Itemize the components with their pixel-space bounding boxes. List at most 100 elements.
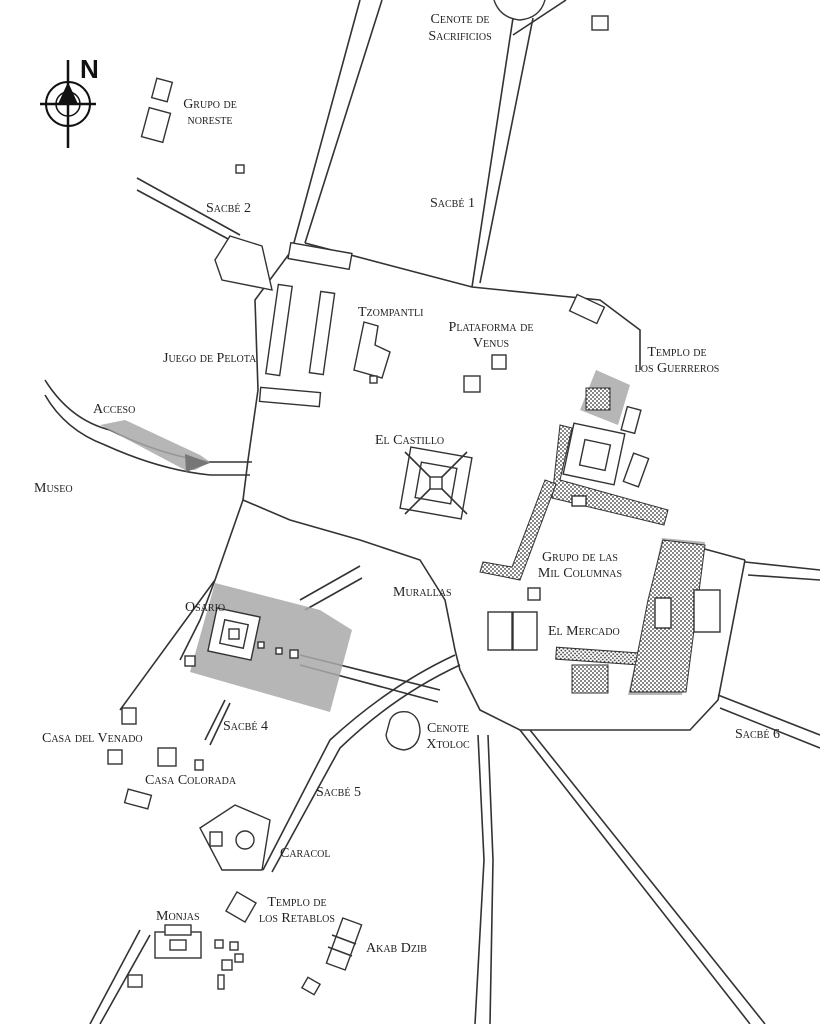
sacbe-2-road: [136, 177, 241, 241]
cenote-xtoloc-shape: [385, 710, 421, 751]
plaza-edge-west: [179, 499, 244, 661]
cenote-sacrificios-shape: [493, 0, 546, 21]
grupo-noreste-structure-2: [140, 106, 172, 144]
south-road-east: [519, 729, 766, 1024]
ball-court-north: [287, 241, 353, 271]
osario-small-4: [184, 655, 196, 667]
sacbe-1-road: [471, 17, 534, 288]
label-grupo-noreste-2: noreste: [188, 113, 233, 128]
grupo-noreste-structure-1: [150, 77, 174, 103]
label-juego-pelota: Juego de Pelota: [163, 351, 257, 366]
sacbe-1-road-east: [512, 0, 567, 36]
tzompantli-shape: [353, 321, 391, 379]
guerreros-east-block: [620, 405, 642, 435]
casa-colorada-small: [194, 759, 204, 771]
roads: [44, 0, 820, 1024]
el-castillo-pyramid: [399, 446, 473, 520]
osario-small-3: [289, 649, 299, 659]
guerreros-north-block: [568, 293, 606, 325]
label-acceso: Acceso: [93, 402, 135, 417]
mil-columnas-structure: [527, 587, 541, 601]
label-cenote-sacrificios-2: Sacrificios: [428, 29, 491, 44]
label-monjas: Monjas: [156, 909, 200, 924]
label-cenote-xtoloc-1: Cenote: [427, 721, 469, 736]
compass-rose-icon: [40, 60, 96, 148]
tzompantli-small: [369, 375, 378, 384]
caracol-platform: [199, 804, 271, 871]
venus-platform-small: [463, 375, 481, 393]
west-boundary: [119, 579, 216, 711]
ball-court-south: [258, 386, 322, 408]
mercado-east-structure: [693, 589, 721, 633]
ball-court-west-wall: [265, 283, 293, 377]
label-plataforma-venus-2: Venus: [473, 336, 509, 351]
label-templo-retablos-1: Templo de: [267, 895, 326, 910]
label-cenote-xtoloc-2: Xtoloc: [426, 737, 470, 752]
label-osario: Osario: [185, 600, 225, 615]
acceso-arrow-shade: [100, 420, 210, 470]
label-mil-columnas-2: Mil Columnas: [538, 566, 622, 581]
mercado-block-2: [512, 611, 538, 651]
osario-small-1: [257, 641, 265, 649]
mil-columnas-east-block: [622, 452, 650, 488]
label-sacbe-5: Sacbé 5: [316, 785, 361, 800]
label-murallas: Murallas: [393, 585, 452, 600]
caracol-small: [209, 831, 223, 847]
monjas-small-6: [217, 974, 225, 990]
guerreros-inner: [578, 438, 612, 472]
osario-small-2: [275, 647, 283, 655]
label-tzompantli: Tzompantli: [358, 305, 423, 320]
mercado-colonnade: [555, 646, 639, 666]
monjas-small-7: [300, 976, 322, 996]
map-labels: Cenote de Sacrificios Grupo de noreste S…: [34, 12, 780, 956]
ball-court-east-wall: [308, 290, 336, 376]
sacbe-4-road: [204, 699, 231, 746]
monjas-structure: [154, 924, 202, 959]
label-akab-dzib: Akab Dzib: [366, 941, 427, 956]
acceso-road: [44, 379, 252, 476]
mil-columnas-west-arm: [479, 479, 557, 581]
murallas-road: [299, 565, 441, 703]
label-museo: Museo: [34, 481, 73, 496]
monjas-small-3: [221, 959, 233, 971]
monjas-small-2: [229, 941, 239, 951]
label-el-mercado: El Mercado: [548, 624, 620, 639]
monjas-small-1: [214, 939, 224, 949]
monjas-small-5: [127, 974, 143, 988]
label-sacbe-1: Sacbé 1: [430, 196, 475, 211]
mercado-court: [571, 664, 609, 694]
sacbe-5-road: [262, 654, 461, 873]
sacbe-6-road: [717, 561, 820, 749]
casa-colorada-block: [123, 788, 153, 810]
buildings: [107, 0, 721, 996]
south-road-center: [474, 734, 494, 1024]
casa-venado-structure: [121, 707, 137, 725]
south-road-west: [89, 929, 151, 1024]
small-structure-ne: [591, 15, 609, 31]
label-casa-venado: Casa del Venado: [42, 731, 143, 746]
label-plataforma-venus-1: Plataforma de: [449, 320, 534, 335]
label-sacbe-4: Sacbé 4: [223, 719, 268, 734]
label-casa-colorada: Casa Colorada: [145, 773, 237, 788]
casa-venado-small: [107, 749, 123, 765]
venus-platform: [491, 354, 507, 370]
label-grupo-noreste-1: Grupo de: [183, 97, 237, 112]
label-el-castillo: El Castillo: [375, 433, 444, 448]
label-templo-retablos-2: los Retablos: [259, 911, 335, 926]
retablos-temple: [225, 891, 257, 923]
akab-dzib-structure: [325, 917, 363, 971]
caracol-observatory: [235, 830, 255, 850]
grupo-noreste-structure-3: [235, 164, 245, 174]
osario-pyramid: [207, 607, 261, 661]
casa-colorada-structure: [157, 747, 177, 767]
label-mil-columnas-1: Grupo de las: [542, 550, 618, 565]
mercado-structure-small: [654, 597, 672, 629]
sacbe-2-platform: [214, 235, 273, 291]
label-sacbe-2: Sacbé 2: [206, 201, 251, 216]
label-templo-guerreros-2: los Guerreros: [635, 361, 720, 376]
north-road: [291, 0, 383, 251]
mercado-block-1: [487, 611, 513, 651]
label-cenote-sacrificios-1: Cenote de: [431, 12, 490, 27]
guerreros-temple: [585, 387, 611, 411]
